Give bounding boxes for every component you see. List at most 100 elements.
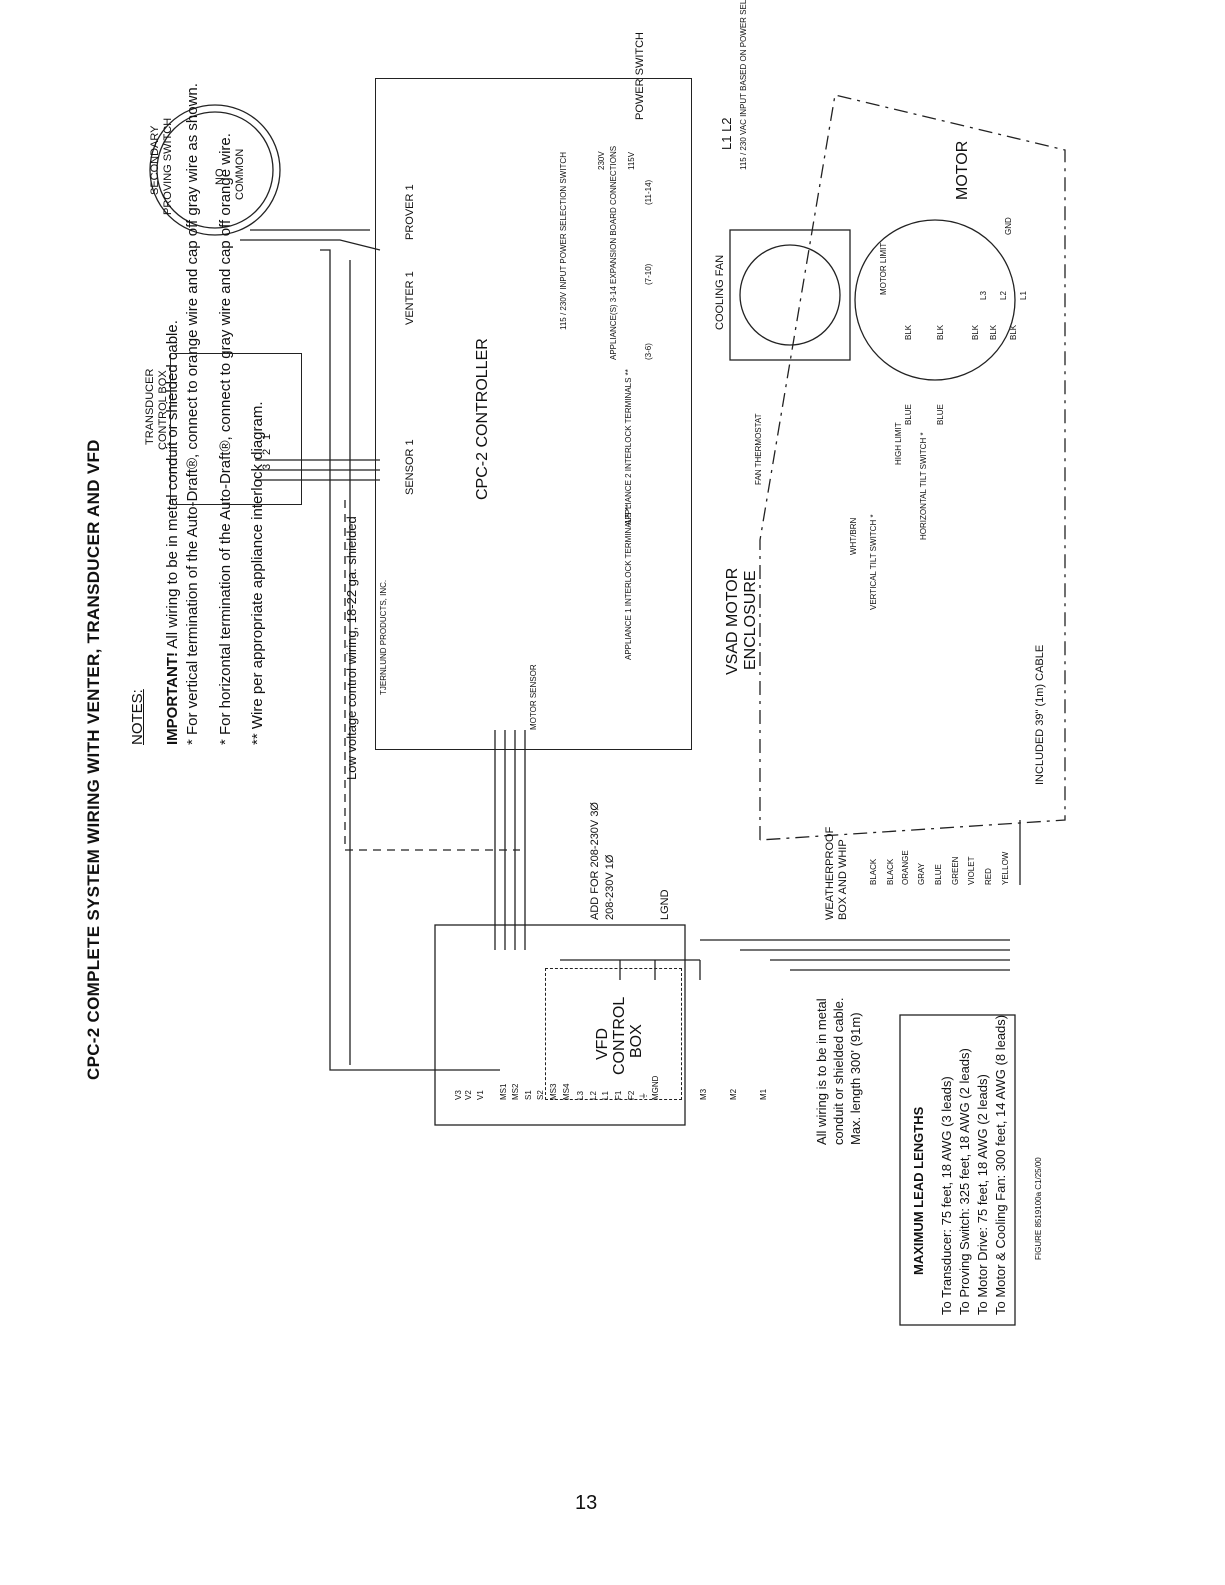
notes-heading: NOTES: <box>129 689 146 745</box>
controller-title: CPC-2 CONTROLLER <box>474 338 491 500</box>
motor-limit-label: MOTOR LIMIT <box>879 242 888 295</box>
power-switch-label: POWER SWITCH <box>634 32 646 120</box>
vsad-label-1: VSAD MOTOR <box>724 567 741 675</box>
max-leads-title: MAXIMUM LEAD LENGTHS <box>911 1106 926 1275</box>
add-1phase-label: 208-230V 1Ø <box>604 854 616 920</box>
vfd-terminal-ms3: MS3 <box>549 1083 558 1100</box>
vfd-terminal-ms1: MS1 <box>499 1083 508 1100</box>
input-power-label: 115 / 230V INPUT POWER SELECTION SWITCH <box>559 152 568 330</box>
vfd-terminal-v1: V1 <box>476 1090 485 1100</box>
wire-label-blk-1: BLK <box>904 324 913 340</box>
vfd-terminal-mgnd: MGND <box>651 1075 660 1100</box>
included-cable-label: INCLUDED 39" (1m) CABLE <box>1034 644 1046 785</box>
whip-wire-yellow: YELLOW <box>1001 851 1010 885</box>
vfd-terminal-v2: V2 <box>464 1090 473 1100</box>
wire-label-l2: L2 <box>999 291 1008 300</box>
vfd-terminal-ms4: MS4 <box>562 1083 571 1100</box>
exp-group-2: (7-10) <box>644 263 653 285</box>
proving-switch-circle <box>149 104 281 236</box>
add-3phase-label: ADD FOR 208-230V 3Ø <box>589 802 601 920</box>
low-voltage-label: Low voltage control wiring, 18-22 ga. sh… <box>344 516 359 780</box>
transducer-terminal-3: 3 <box>261 463 273 470</box>
wire-label-blue-2: BLUE <box>936 404 945 425</box>
weatherproof-label-2: BOX AND WHIP <box>837 839 849 920</box>
brand-label: TJERNLUND PRODUCTS, INC. <box>379 579 388 695</box>
proving-switch-title-2: PROVING SWITCH <box>162 117 174 215</box>
figure-id: FIGURE 8519100a C1/25/00 <box>1034 1157 1043 1260</box>
vfd-terminal-m3: M3 <box>699 1088 708 1100</box>
v115-label: 115V <box>627 151 636 170</box>
vfd-terminal-f2: F2 <box>627 1090 636 1100</box>
proving-switch-no: NO <box>214 168 226 186</box>
conduit-note-2: conduit or shielded cable. <box>831 997 846 1145</box>
proving-switch-common: COMMON <box>234 148 246 200</box>
cpc2-controller-box <box>375 78 692 750</box>
vfd-terminal-ms2: MS2 <box>511 1083 520 1100</box>
appliance1-label: APPLIANCE 1 INTERLOCK TERMINALS ** <box>624 504 633 660</box>
motor-label: MOTOR <box>954 140 971 200</box>
vfd-label-1: VFD <box>594 1028 611 1060</box>
vfd-terminal-m1: M1 <box>759 1088 768 1100</box>
sensor-label: SENSOR 1 <box>404 439 416 495</box>
venter-label: VENTER 1 <box>404 271 416 325</box>
vfd-terminal-l3: L3 <box>576 1091 585 1100</box>
transducer-terminal-2: 2 <box>261 448 273 455</box>
wht-brn-label: WHT/BRN <box>849 517 858 555</box>
wire-label-blk-5: BLK <box>1009 324 1018 340</box>
vfd-terminal-l1: L1 <box>601 1091 610 1100</box>
cooling-fan-label: COOLING FAN <box>714 254 726 330</box>
wire-label-blk-3: BLK <box>971 324 980 340</box>
appliance2-label: APPLIANCE 2 INTERLOCK TERMINALS ** <box>624 369 633 525</box>
v230-label: 230V <box>597 151 606 170</box>
vsad-label-2: ENCLOSURE <box>742 570 759 670</box>
page-title: CPC-2 COMPLETE SYSTEM WIRING WITH VENTER… <box>84 439 103 1080</box>
whip-wire-red: RED <box>984 868 993 885</box>
vfd-terminal-ground: ⏚ <box>639 1092 648 1100</box>
conduit-note-3: Max. length 300' (91m) <box>848 1012 863 1145</box>
diagram-canvas: CPC-2 COMPLETE SYSTEM WIRING WITH VENTER… <box>84 0 1066 1326</box>
exp-group-3: (11-14) <box>644 179 653 205</box>
vfd-terminal-v3: V3 <box>454 1090 463 1100</box>
horizontal-tilt-label: HORIZONTAL TILT SWITCH * <box>919 432 928 540</box>
exp-group-1: (3-6) <box>644 343 653 360</box>
wire-label-blue-1: BLUE <box>904 404 913 425</box>
proving-switch-title-1: SECONDARY <box>149 125 161 195</box>
transducer-title-2: CONTROL BOX <box>157 370 169 450</box>
whip-wire-orange: ORANGE <box>901 850 910 885</box>
fan-thermostat-label: FAN THERMOSTAT <box>754 413 763 485</box>
max-leads-row-3: To Motor Drive: 75 feet, 18 AWG (2 leads… <box>975 1074 990 1315</box>
high-limit-label: HIGH LIMIT <box>894 422 903 465</box>
transducer-terminal-1: 1 <box>261 433 273 440</box>
wire-label-l3: L3 <box>979 291 988 300</box>
conduit-note-1: All wiring is to be in metal <box>814 998 829 1145</box>
transducer-box <box>170 353 302 505</box>
max-leads-row-4: To Motor & Cooling Fan: 300 feet, 14 AWG… <box>993 1014 1008 1315</box>
expansion-title: APPLIANCE(S) 3-14 EXPANSION BOARD CONNEC… <box>609 145 618 360</box>
whip-wire-gray: GRAY <box>917 862 926 885</box>
whip-wire-blue: BLUE <box>934 864 943 885</box>
lgnd-label: LGND <box>659 889 671 920</box>
whip-wire-black-1: BLACK <box>869 858 878 885</box>
max-leads-row-2: To Proving Switch: 325 feet, 18 AWG (2 l… <box>957 1048 972 1315</box>
wire-label-l1: L1 <box>1019 291 1028 300</box>
vfd-terminal-l2: L2 <box>589 1091 598 1100</box>
vfd-label-2: CONTROL <box>611 996 628 1075</box>
vfd-label-3: BOX <box>628 1024 645 1058</box>
l1l2-label: L1 L2 <box>719 117 734 150</box>
motor-sensor-label: MOTOR SENSOR <box>529 664 538 730</box>
vertical-tilt-label: VERTICAL TILT SWITCH * <box>869 514 878 610</box>
prover-label: PROVER 1 <box>404 184 416 240</box>
rotated-diagram: CPC-2 COMPLETE SYSTEM WIRING WITH VENTER… <box>84 0 1066 1326</box>
important-label: IMPORTANT! <box>164 651 181 745</box>
page-number: 13 <box>575 1492 598 1514</box>
gnd-label: GND <box>1004 217 1013 235</box>
vac-input-label: 115 / 230 VAC INPUT BASED ON POWER SELEC… <box>739 0 748 170</box>
whip-wire-green: GREEN <box>951 856 960 885</box>
max-leads-row-1: To Transducer: 75 feet, 18 AWG (3 leads) <box>939 1076 954 1315</box>
weatherproof-label-1: WEATHERPROOF <box>824 826 836 920</box>
whip-wire-black-2: BLACK <box>886 858 895 885</box>
wire-label-blk-2: BLK <box>936 324 945 340</box>
wire-label-blk-4: BLK <box>989 324 998 340</box>
vfd-terminal-s2: S2 <box>536 1090 545 1100</box>
